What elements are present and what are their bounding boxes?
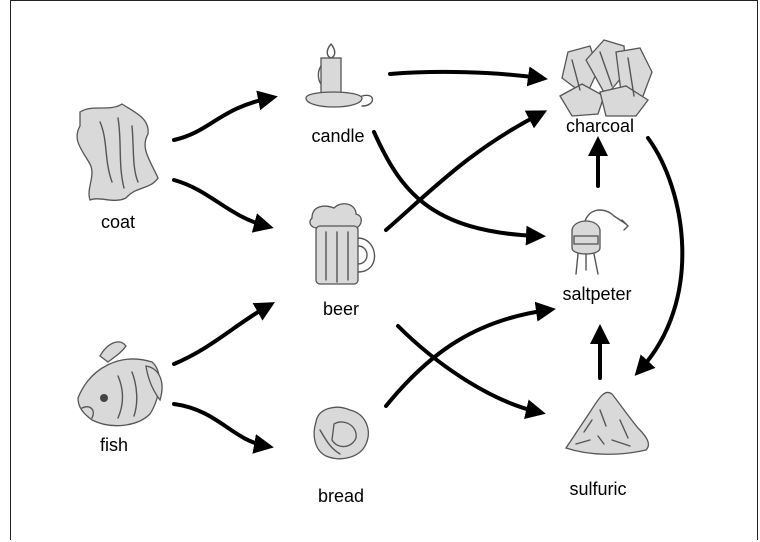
beer-mug-icon xyxy=(310,204,375,284)
fish-icon xyxy=(78,342,162,426)
node-label-coat: coat xyxy=(101,212,135,232)
arrow-beer-to-charcoal xyxy=(386,114,540,230)
node-label-charcoal: charcoal xyxy=(566,116,634,136)
arrow-coat-to-candle xyxy=(174,98,270,140)
bread-icon xyxy=(314,407,368,458)
arrow-fish-to-beer xyxy=(174,306,268,364)
node-label-candle: candle xyxy=(311,126,364,146)
candle-icon xyxy=(306,44,373,107)
charcoal-icon xyxy=(560,40,652,116)
node-label-sulfuric: sulfuric xyxy=(569,479,626,499)
arrow-coat-to-beer xyxy=(174,180,266,226)
coat-icon xyxy=(77,104,158,200)
node-label-fish: fish xyxy=(100,435,128,455)
node-label-bread: bread xyxy=(318,486,364,506)
arrow-charcoal-to-sulfuric xyxy=(640,138,682,370)
node-label-saltpeter: saltpeter xyxy=(562,284,631,304)
node-label-beer: beer xyxy=(323,299,359,319)
arrow-bread-to-saltpeter xyxy=(386,310,548,406)
saltpeter-icon xyxy=(572,210,628,274)
arrow-fish-to-bread xyxy=(174,404,266,446)
arrow-candle-to-charcoal xyxy=(390,72,540,78)
sulfur-pile-icon xyxy=(566,392,648,454)
